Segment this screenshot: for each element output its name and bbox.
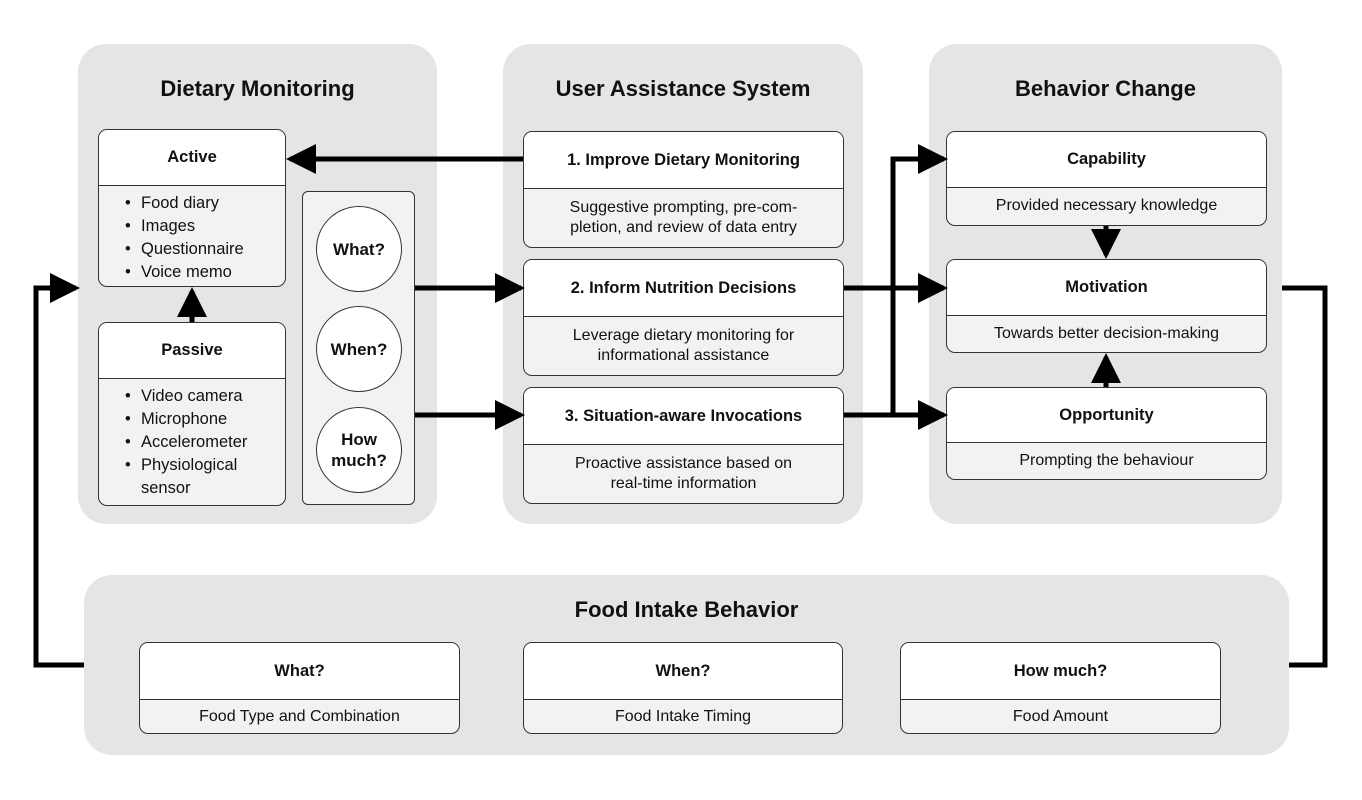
active-list: Food diary Images Questionnaire Voice me… <box>99 186 285 284</box>
assist-step-3: 3. Situation-aware Invocations Proactive… <box>523 387 844 504</box>
passive-title: Passive <box>99 323 285 379</box>
assist-step-title: 2. Inform Nutrition Decisions <box>524 260 843 317</box>
capability-desc: Provided necessary knowledge <box>995 197 1218 214</box>
list-item: Accelerometer <box>125 431 285 454</box>
food-intake-when-card: When? Food Intake Timing <box>523 642 843 734</box>
list-item: Images <box>125 215 285 238</box>
passive-card: Passive Video camera Microphone Accelero… <box>98 322 286 506</box>
food-intake-when-title: When? <box>524 643 842 700</box>
list-item: Microphone <box>125 408 285 431</box>
motivation-card: Motivation Towards better decision-makin… <box>946 259 1267 353</box>
list-item: Voice memo <box>125 261 285 284</box>
food-intake-title: Food Intake Behavior <box>574 597 799 622</box>
assist-step-title: 1. Improve Dietary Monitoring <box>524 132 843 189</box>
food-intake-what-desc: Food Type and Combination <box>199 707 400 725</box>
opportunity-card: Opportunity Prompting the behaviour <box>946 387 1267 480</box>
food-intake-howmuch-card: How much? Food Amount <box>900 642 1221 734</box>
opportunity-desc: Prompting the behaviour <box>1019 451 1194 469</box>
question-when: When? <box>316 306 402 392</box>
list-item: Physiological sensor <box>125 454 251 500</box>
question-how-much: How much? <box>316 407 402 493</box>
user-assistance-title: User Assistance System <box>555 76 811 101</box>
list-item: Video camera <box>125 385 285 408</box>
food-intake-when-desc: Food Intake Timing <box>614 707 752 725</box>
food-intake-howmuch-title: How much? <box>901 643 1220 700</box>
dietary-monitoring-title: Dietary Monitoring <box>160 76 355 101</box>
food-intake-what-title: What? <box>140 643 459 700</box>
assist-step-1: 1. Improve Dietary Monitoring Suggestive… <box>523 131 844 248</box>
motivation-title: Motivation <box>947 260 1266 316</box>
food-intake-howmuch-desc: Food Amount <box>1012 707 1109 725</box>
food-intake-what-card: What? Food Type and Combination <box>139 642 460 734</box>
active-title: Active <box>99 130 285 186</box>
opportunity-title: Opportunity <box>947 388 1266 443</box>
list-item: Questionnaire <box>125 238 285 261</box>
list-item: Food diary <box>125 192 285 215</box>
question-what: What? <box>316 206 402 292</box>
assist-step-title: 3. Situation-aware Invocations <box>524 388 843 445</box>
capability-card: Capability Provided necessary knowledge <box>946 131 1267 226</box>
capability-title: Capability <box>947 132 1266 188</box>
behavior-change-title: Behavior Change <box>1015 76 1196 101</box>
motivation-desc: Towards better decision-making <box>994 324 1219 342</box>
active-card: Active Food diary Images Questionnaire V… <box>98 129 286 287</box>
assist-step-desc: Leverage dietary monitoring for informat… <box>572 327 795 364</box>
passive-list: Video camera Microphone Accelerometer Ph… <box>99 379 285 500</box>
loop-food-intake-to-monitoring <box>33 273 84 668</box>
assist-step-2: 2. Inform Nutrition Decisions Leverage d… <box>523 259 844 376</box>
assist-step-desc: Proactive assistance based on real-time … <box>574 455 792 492</box>
assist-step-desc: Suggestive prompting, pre-com-pletion, a… <box>569 199 798 236</box>
